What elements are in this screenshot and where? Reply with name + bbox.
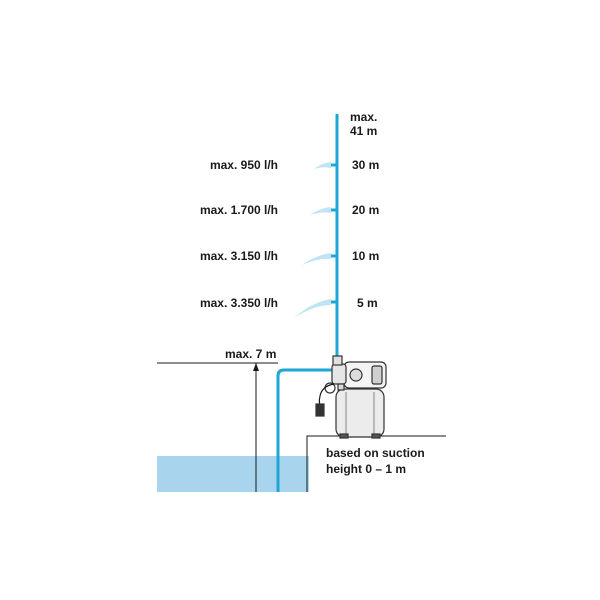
height-label-10m: 10 m [352, 249, 380, 263]
flow-label-10m: max. 3.150 l/h [199, 249, 278, 263]
suction-note-line1: based on suction [326, 446, 425, 460]
pump-illustration [315, 355, 387, 439]
flow-label-5m: max. 3.350 l/h [199, 296, 278, 310]
suction-pipe [276, 368, 334, 492]
water-spray-10m [302, 253, 331, 265]
water-spray-30m [314, 162, 331, 169]
pump-inlet-housing [331, 363, 347, 385]
power-plug [315, 403, 325, 417]
flow-label-30m: max. 950 l/h [209, 158, 278, 172]
flow-label-20m: max. 1.700 l/h [199, 203, 278, 217]
pump-base-line [306, 435, 446, 492]
max-head-label-line1: max. [350, 110, 378, 124]
suction-note-line2: height 0 – 1 m [326, 462, 407, 476]
height-label-20m: 20 m [352, 203, 380, 217]
pump-outlet-connector [332, 355, 343, 366]
max-head-label-line2: 41 m [350, 124, 378, 138]
water-body [157, 456, 309, 492]
water-spray-5m [294, 299, 331, 318]
height-label-5m: 5 m [357, 296, 378, 310]
pressure-tank [335, 388, 385, 438]
height-label-30m: 30 m [352, 158, 380, 172]
water-spray-20m [310, 207, 331, 215]
suction-height-arrowhead [253, 363, 259, 371]
suction-max-label: max. 7 m [225, 347, 277, 361]
